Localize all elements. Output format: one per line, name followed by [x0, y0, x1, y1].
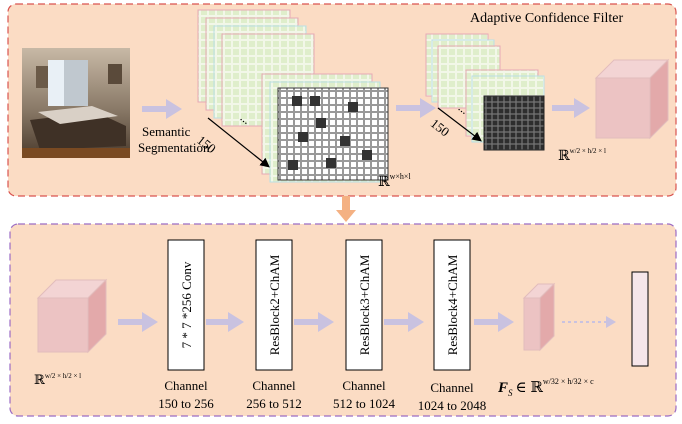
conv-block-label: 7 * 7 *256 Conv: [179, 261, 194, 348]
flow-arrow-b4: [384, 312, 424, 332]
fs-label: FS∈ ℝw/32 × h/32 × c: [497, 377, 594, 398]
depth-arrow-1: [207, 117, 270, 168]
flow-arrow-3: [552, 98, 590, 118]
channel-title-2: Channel: [252, 378, 296, 393]
channel-range-1: 150 to 256: [158, 396, 214, 411]
conv-block: [167, 239, 205, 371]
seg-space-label: ℝw×h×l: [378, 172, 411, 190]
dotted-arrow-head: [606, 316, 616, 328]
flow-arrow-b1: [118, 312, 158, 332]
flow-arrow-2: [396, 98, 436, 118]
out-space-label: ℝw/2 × h/2 × l: [558, 147, 606, 164]
flow-arrow-b2: [206, 312, 244, 332]
resblock2-label: ResBlock2+ChAM: [267, 254, 282, 355]
flow-arrow-b5: [474, 312, 514, 332]
channel-range-2: 256 to 512: [246, 396, 302, 411]
filtered-stack: [425, 33, 545, 151]
resblock3: [345, 239, 383, 371]
resblock4-label: ResBlock4+ChAM: [445, 254, 460, 355]
input-photo: [22, 48, 130, 158]
channel-range-3: 512 to 1024: [333, 396, 396, 411]
feature-map-cube: [522, 282, 556, 352]
flow-arrow-1: [142, 99, 182, 119]
panel-title: Adaptive Confidence Filter: [470, 11, 624, 26]
channel-range-4: 1024 to 2048: [418, 398, 487, 413]
step-label-line1: Semantic: [142, 124, 191, 139]
resblock2: [255, 239, 293, 371]
step-label-line2: Segmentation: [138, 140, 210, 155]
segmentation-stack: [197, 9, 389, 183]
output-vector: [631, 271, 649, 367]
panel-connector-arrow: [336, 196, 356, 222]
flow-arrow-b3: [294, 312, 334, 332]
resblock4: [433, 239, 471, 371]
channel-title-4: Channel: [430, 380, 474, 395]
channel-title-1: Channel: [164, 378, 208, 393]
output-cube: [594, 58, 670, 140]
channel-title-3: Channel: [342, 378, 386, 393]
depth-arrow-2: [437, 107, 482, 142]
input-cube: [36, 278, 108, 354]
input-space-label: ℝw/2 × h/2 × l: [34, 372, 81, 387]
resblock3-label: ResBlock3+ChAM: [357, 254, 372, 355]
